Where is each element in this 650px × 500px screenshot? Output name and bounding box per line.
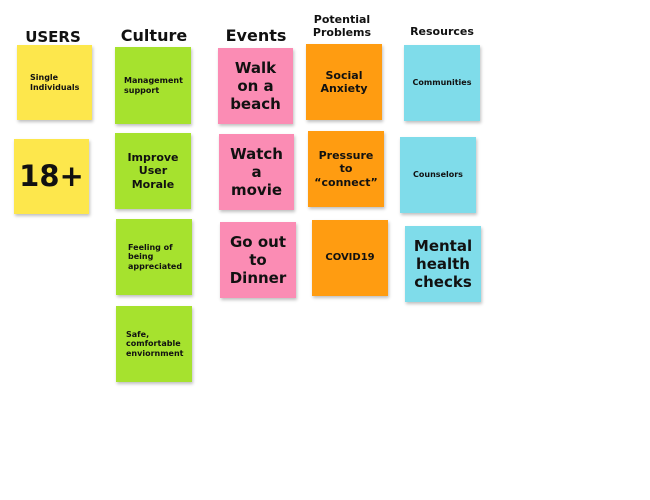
sticky-social-anxiety[interactable]: Social Anxiety [306, 44, 382, 120]
header-culture: Culture [120, 26, 188, 45]
sticky-text: Improve User Morale [127, 151, 179, 191]
sticky-pressure-to-connect[interactable]: Pressure to “connect” [308, 131, 384, 207]
sticky-communities[interactable]: Communities [404, 45, 480, 121]
sticky-text: Walk on a beach [230, 59, 281, 113]
sticky-text: 18+ [19, 159, 84, 194]
sticky-text: Watch a movie [230, 145, 283, 199]
sticky-management-support[interactable]: Management support [115, 47, 191, 124]
header-events: Events [225, 26, 287, 45]
sticky-walk-on-beach[interactable]: Walk on a beach [218, 48, 293, 124]
sticky-safe-environment[interactable]: Safe, comfortable enviornment [116, 306, 192, 382]
sticky-improve-user-morale[interactable]: Improve User Morale [115, 133, 191, 209]
sticky-counselors[interactable]: Counselors [400, 137, 476, 213]
sticky-text: Feeling of being appreciated [128, 242, 183, 271]
sticky-single-individuals[interactable]: Single Individuals [17, 45, 92, 120]
sticky-text: Communities [412, 78, 472, 88]
header-users: USERS [25, 28, 81, 46]
header-potential-problems: Potential Problems [312, 13, 372, 39]
sticky-mental-health-checks[interactable]: Mental health checks [405, 226, 481, 302]
sticky-age-18-plus[interactable]: 18+ [14, 139, 89, 214]
sticky-text: Social Anxiety [320, 68, 368, 95]
header-resources: Resources [410, 25, 474, 38]
sticky-text: Pressure to “connect” [314, 149, 378, 189]
sticky-covid19[interactable]: COVID19 [312, 220, 388, 296]
sticky-text: Go out to Dinner [229, 233, 287, 287]
sticky-text: Safe, comfortable enviornment [126, 329, 184, 358]
sticky-text: COVID19 [325, 252, 375, 263]
sticky-go-out-to-dinner[interactable]: Go out to Dinner [220, 222, 296, 298]
sticky-feeling-appreciated[interactable]: Feeling of being appreciated [116, 219, 192, 295]
sticky-text: Management support [124, 75, 183, 95]
sticky-text: Single Individuals [30, 72, 80, 92]
sticky-watch-movie[interactable]: Watch a movie [219, 134, 294, 210]
sticky-text: Counselors [413, 170, 463, 180]
sticky-text: Mental health checks [413, 237, 473, 291]
